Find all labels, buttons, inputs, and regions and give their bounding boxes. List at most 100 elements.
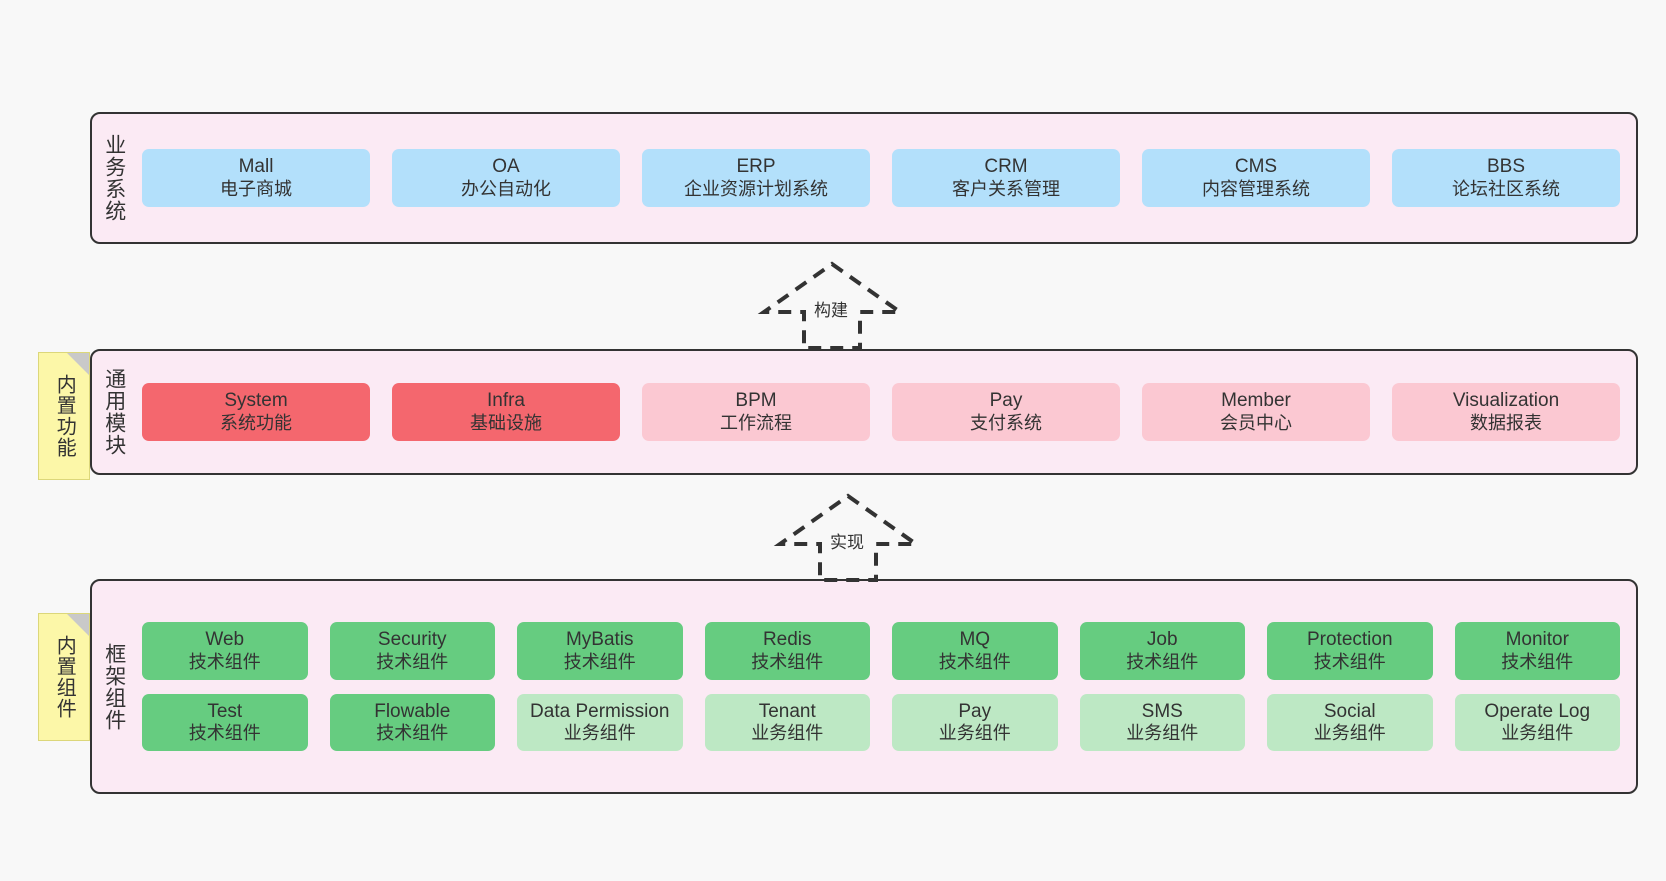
card-title: Flowable	[374, 700, 451, 722]
card-subtitle: 技术组件	[188, 722, 261, 743]
card-subtitle: 系统功能	[220, 412, 292, 433]
card-subtitle: 技术组件	[376, 722, 449, 743]
band-business-system: 业务系统 Mall 电子商城 OA 办公自动化 ERP 企业资源计划系统 CRM…	[90, 112, 1638, 244]
card-tenant[interactable]: Tenant 业务组件	[704, 693, 870, 751]
note-label: 内置组件	[53, 635, 76, 719]
card-title: MQ	[959, 629, 991, 651]
card-subtitle: 办公自动化	[461, 178, 551, 199]
card-title: Member	[1221, 390, 1291, 412]
build-arrow-icon	[757, 261, 907, 350]
card-subtitle: 电子商城	[220, 178, 292, 199]
note-builtin-function: 内置功能	[38, 352, 90, 480]
card-subtitle: 技术组件	[938, 651, 1011, 672]
band-common-module: 通用模块 System 系统功能 Infra 基础设施 BPM 工作流程 Pay…	[90, 349, 1638, 475]
card-member[interactable]: Member 会员中心	[1142, 383, 1370, 441]
card-subtitle: 企业资源计划系统	[684, 178, 828, 199]
card-title: Web	[205, 629, 245, 651]
card-subtitle: 技术组件	[1126, 651, 1199, 672]
card-bbs[interactable]: BBS 论坛社区系统	[1392, 149, 1620, 207]
card-title: MyBatis	[565, 629, 634, 651]
card-crm[interactable]: CRM 客户关系管理	[892, 149, 1120, 207]
implement-arrow-icon	[773, 493, 923, 582]
card-subtitle: 论坛社区系统	[1452, 178, 1560, 199]
card-title: Data Permission	[530, 700, 670, 722]
card-operate-log[interactable]: Operate Log 业务组件	[1454, 693, 1620, 751]
card-title: CRM	[984, 156, 1028, 178]
card-mall[interactable]: Mall 电子商城	[142, 149, 370, 207]
band-label-framework-component: 框架组件	[102, 642, 126, 731]
card-title: BPM	[735, 390, 777, 412]
note-label: 内置功能	[53, 374, 76, 458]
card-subtitle: 支付系统	[970, 412, 1042, 433]
card-subtitle: 业务组件	[1126, 722, 1199, 743]
card-title: Mall	[238, 156, 274, 178]
band-items-common-module: System 系统功能 Infra 基础设施 BPM 工作流程 Pay 支付系统…	[136, 351, 1636, 473]
card-title: Monitor	[1505, 629, 1569, 651]
card-subtitle: 技术组件	[1313, 651, 1386, 672]
card-row: Test 技术组件 Flowable 技术组件 Data Permission …	[142, 693, 1620, 751]
card-title: Visualization	[1452, 390, 1560, 412]
card-erp[interactable]: ERP 企业资源计划系统	[642, 149, 870, 207]
card-pay-module[interactable]: Pay 支付系统	[892, 383, 1120, 441]
card-job[interactable]: Job 技术组件	[1079, 622, 1245, 680]
card-cms[interactable]: CMS 内容管理系统	[1142, 149, 1370, 207]
card-subtitle: 业务组件	[938, 722, 1011, 743]
card-mybatis[interactable]: MyBatis 技术组件	[517, 622, 683, 680]
card-title: System	[224, 390, 288, 412]
card-subtitle: 业务组件	[1313, 722, 1386, 743]
card-oa[interactable]: OA 办公自动化	[392, 149, 620, 207]
card-subtitle: 业务组件	[751, 722, 824, 743]
card-subtitle: 技术组件	[751, 651, 824, 672]
card-title: Operate Log	[1484, 700, 1591, 722]
card-redis[interactable]: Redis 技术组件	[704, 622, 870, 680]
card-subtitle: 业务组件	[563, 722, 636, 743]
card-title: OA	[492, 156, 520, 178]
card-title: Security	[377, 629, 447, 651]
card-web[interactable]: Web 技术组件	[142, 622, 308, 680]
card-subtitle: 会员中心	[1220, 412, 1292, 433]
card-social[interactable]: Social 业务组件	[1267, 693, 1433, 751]
band-items-framework-component: Web 技术组件 Security 技术组件 MyBatis 技术组件 Redi…	[136, 581, 1636, 792]
card-title: Social	[1323, 700, 1376, 722]
card-title: Job	[1146, 629, 1178, 651]
card-infra[interactable]: Infra 基础设施	[392, 383, 620, 441]
band-label-common-module: 通用模块	[102, 368, 126, 456]
card-flowable[interactable]: Flowable 技术组件	[329, 693, 495, 751]
card-subtitle: 技术组件	[376, 651, 449, 672]
note-builtin-component: 内置组件	[38, 613, 90, 741]
card-test[interactable]: Test 技术组件	[142, 693, 308, 751]
card-protection[interactable]: Protection 技术组件	[1267, 622, 1433, 680]
card-title: Redis	[762, 629, 812, 651]
card-visualization[interactable]: Visualization 数据报表	[1392, 383, 1620, 441]
card-title: Pay	[958, 700, 992, 722]
connector-label-build: 构建	[814, 301, 848, 320]
card-title: Pay	[989, 390, 1023, 412]
connector-build: 构建	[752, 258, 912, 350]
card-subtitle: 基础设施	[470, 412, 542, 433]
card-title: Test	[207, 700, 243, 722]
band-label-business-system: 业务系统	[102, 134, 126, 222]
card-data-permission[interactable]: Data Permission 业务组件	[517, 693, 683, 751]
card-row: Web 技术组件 Security 技术组件 MyBatis 技术组件 Redi…	[142, 622, 1620, 680]
card-sms[interactable]: SMS 业务组件	[1079, 693, 1245, 751]
card-title: BBS	[1486, 156, 1526, 178]
card-subtitle: 数据报表	[1470, 412, 1542, 433]
card-row: Mall 电子商城 OA 办公自动化 ERP 企业资源计划系统 CRM 客户关系…	[142, 149, 1620, 207]
card-subtitle: 技术组件	[1501, 651, 1574, 672]
card-bpm[interactable]: BPM 工作流程	[642, 383, 870, 441]
card-mq[interactable]: MQ 技术组件	[892, 622, 1058, 680]
card-subtitle: 业务组件	[1501, 722, 1574, 743]
card-monitor[interactable]: Monitor 技术组件	[1454, 622, 1620, 680]
card-subtitle: 技术组件	[563, 651, 636, 672]
card-subtitle: 技术组件	[188, 651, 261, 672]
card-title: CMS	[1234, 156, 1278, 178]
band-items-business-system: Mall 电子商城 OA 办公自动化 ERP 企业资源计划系统 CRM 客户关系…	[136, 114, 1636, 242]
connector-label-implement: 实现	[830, 533, 864, 552]
card-system[interactable]: System 系统功能	[142, 383, 370, 441]
card-title: SMS	[1141, 700, 1183, 722]
card-title: ERP	[736, 156, 776, 178]
card-title: Infra	[486, 390, 526, 412]
card-row: System 系统功能 Infra 基础设施 BPM 工作流程 Pay 支付系统…	[142, 383, 1620, 441]
card-pay-component[interactable]: Pay 业务组件	[892, 693, 1058, 751]
card-security[interactable]: Security 技术组件	[329, 622, 495, 680]
